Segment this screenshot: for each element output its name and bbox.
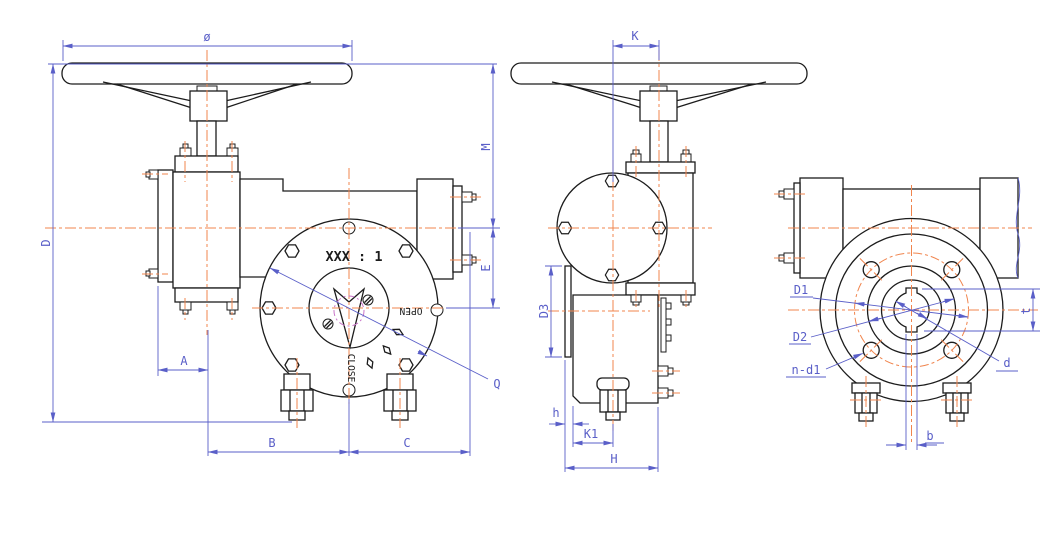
dim-label-flange-diameter: Q [493,377,500,391]
dim-label-flange-thickness: h [552,406,559,420]
dim-label-top-to-axis: M [479,143,493,150]
ratio-label: XXX : 1 [326,249,383,265]
dim-label-overall-height: D [39,239,53,246]
dim-label-wheel-diameter: ø [203,30,210,44]
centerlines-side [548,50,712,432]
dial-tick [382,344,392,356]
side-view: K D3 h K1 H [510,29,808,472]
dim-label-plug-offset: K1 [584,427,598,441]
dim-label-base-right: C [403,436,410,450]
dimensions-front [42,40,500,456]
dim-label-bore: d [1003,356,1010,370]
bolt-hole [943,261,961,279]
rear-view: D1 D2 n-d1 d t b [774,177,1040,450]
bolt-hole [862,341,880,359]
front-view: ø D M E A B C Q XXX : 1 OPEN CLOSE [39,30,501,456]
dimensions-side [545,40,660,472]
bolt-hole [943,341,961,359]
dim-label-wheel-offset: K [631,29,639,43]
dial-tick [366,356,374,370]
break-line [1015,177,1021,279]
dial-tick [391,328,405,336]
dim-label-center-offset: A [180,354,188,368]
centerlines-front [45,50,497,428]
centerlines-rear [774,185,1038,445]
dim-label-spigot: D2 [793,330,807,344]
dim-label-boss-diameter: D3 [537,304,551,318]
handwheel-front [61,62,353,157]
bolt-hole [862,261,880,279]
dim-label-keyway-height: t [1019,307,1033,314]
dim-label-axis-to-output: E [479,264,493,271]
dimensions-rear [786,288,1040,450]
open-label: OPEN [399,305,422,316]
dim-label-base-left: B [268,436,275,450]
dim-label-bolt-circle: D1 [794,283,808,297]
dim-label-overall-depth: H [610,452,617,466]
dim-label-keyway-width: b [926,429,933,443]
dim-label-bolt-holes: n-d1 [792,363,821,377]
close-label: CLOSE [345,354,356,383]
